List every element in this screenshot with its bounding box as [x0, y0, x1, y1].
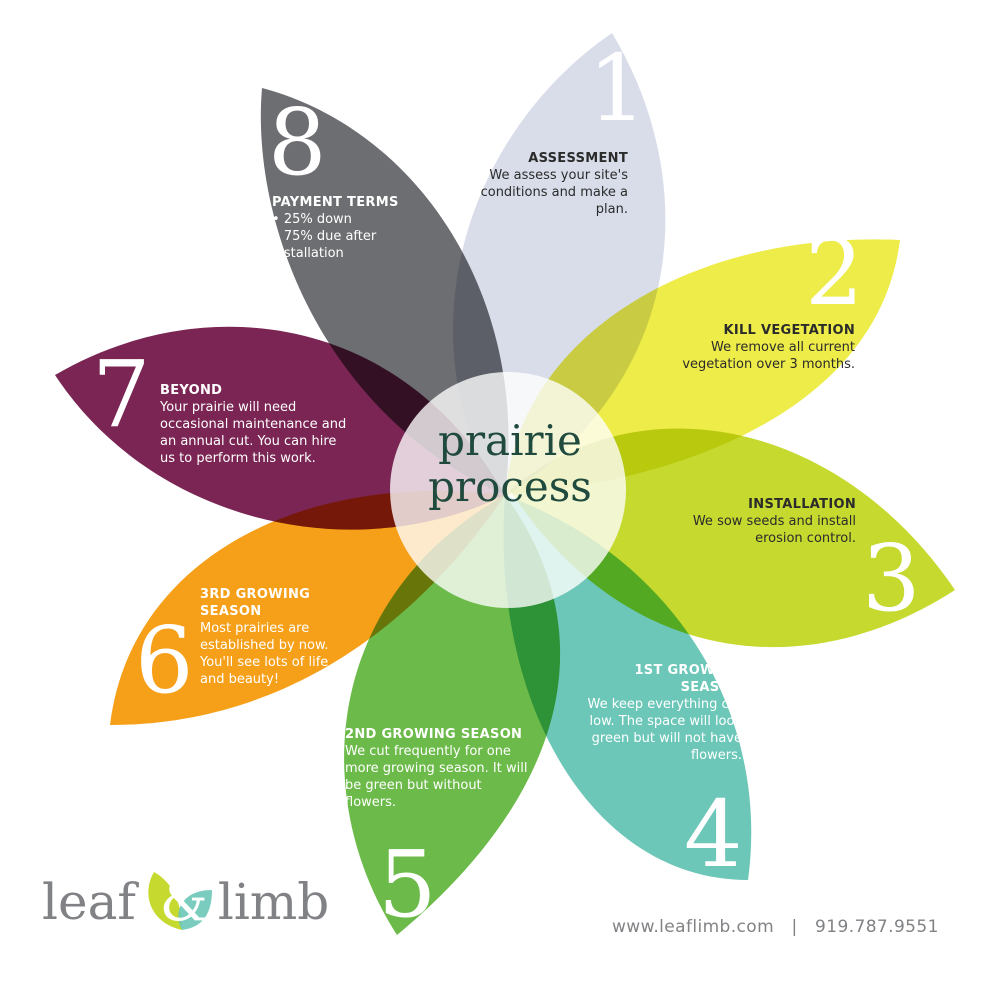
step-8-number: 8 — [268, 89, 327, 196]
step-4-title: 1ST GROWING SEASON — [634, 663, 742, 695]
step-1-title: ASSESSMENT — [528, 151, 628, 166]
contact-footer: www.leaflimb.com | 919.787.9551 — [612, 917, 939, 937]
step-8-text: PAYMENT TERMS • 25% down • 75% due after… — [272, 194, 422, 262]
step-7-number: 7 — [92, 341, 151, 448]
step-3-number: 3 — [862, 525, 921, 632]
logo-leaf: leaf — [42, 873, 136, 931]
step-5-body: We cut frequently for one more growing s… — [345, 744, 528, 810]
bullet-text: 25% down — [283, 212, 352, 227]
bullet-text: 75% due after installation — [272, 229, 377, 261]
step-1-number: 1 — [588, 35, 647, 142]
step-3-text: INSTALLATION We sow seeds and install ero… — [690, 496, 856, 547]
step-6-body: Most prairies are established by now. Yo… — [200, 621, 329, 687]
step-7-text: BEYOND Your prairie will need occasional … — [160, 382, 350, 467]
step-6-number: 6 — [135, 607, 194, 714]
step-7-body: Your prairie will need occasional mainte… — [160, 400, 347, 466]
website-link[interactable]: www.leaflimb.com — [612, 917, 775, 937]
step-3-body: We sow seeds and install erosion control… — [692, 514, 856, 546]
step-6-title: 3RD GROWING SEASON — [200, 587, 311, 619]
center-line-2: process — [428, 462, 592, 511]
phone-number[interactable]: 919.787.9551 — [815, 917, 939, 937]
logo-leaf-icon: & — [142, 870, 212, 933]
step-2-title: KILL VEGETATION — [723, 323, 855, 338]
step-5-title: 2ND GROWING SEASON — [345, 727, 523, 742]
step-7-title: BEYOND — [160, 383, 223, 398]
step-3-title: INSTALLATION — [748, 497, 856, 512]
step-4-number: 4 — [684, 781, 743, 888]
step-8-title: PAYMENT TERMS — [272, 195, 399, 210]
step-2-body: We remove all current vegetation over 3 … — [682, 340, 855, 372]
step-4-body: We keep everything cut low. The space wi… — [587, 697, 742, 763]
step-5-number: 5 — [378, 831, 437, 938]
step-1-body: We assess your site's conditions and mak… — [480, 168, 628, 217]
center-circle — [390, 372, 626, 608]
step-5-text: 2ND GROWING SEASON We cut frequently for … — [345, 726, 530, 811]
step-8-bullet: • 25% down — [272, 212, 352, 227]
step-2-number: 2 — [805, 219, 864, 326]
step-8-bullet: • 75% due after installation — [272, 229, 377, 261]
leaf-and-limb-logo: leaf & limb — [42, 870, 330, 933]
center-line-1: prairie — [438, 416, 582, 465]
separator: | — [791, 917, 798, 937]
logo-ampersand: & — [159, 870, 208, 933]
step-2-text: KILL VEGETATION We remove all current veg… — [640, 322, 855, 373]
logo-limb: limb — [217, 873, 330, 931]
step-1-text: ASSESSMENT We assess your site's conditio… — [480, 150, 628, 218]
